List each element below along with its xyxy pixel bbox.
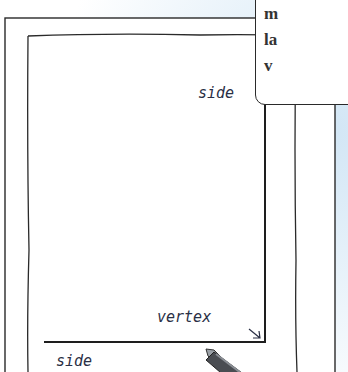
callout-text: m la v [264,1,288,79]
vertex-arrow [249,329,260,338]
callout-box: m la v [255,0,348,105]
right-angle [44,70,266,342]
handwritten-label: side [198,84,234,102]
pen [206,349,262,372]
handwritten-label: vertex [157,308,211,326]
handwritten-label: side [56,352,92,370]
